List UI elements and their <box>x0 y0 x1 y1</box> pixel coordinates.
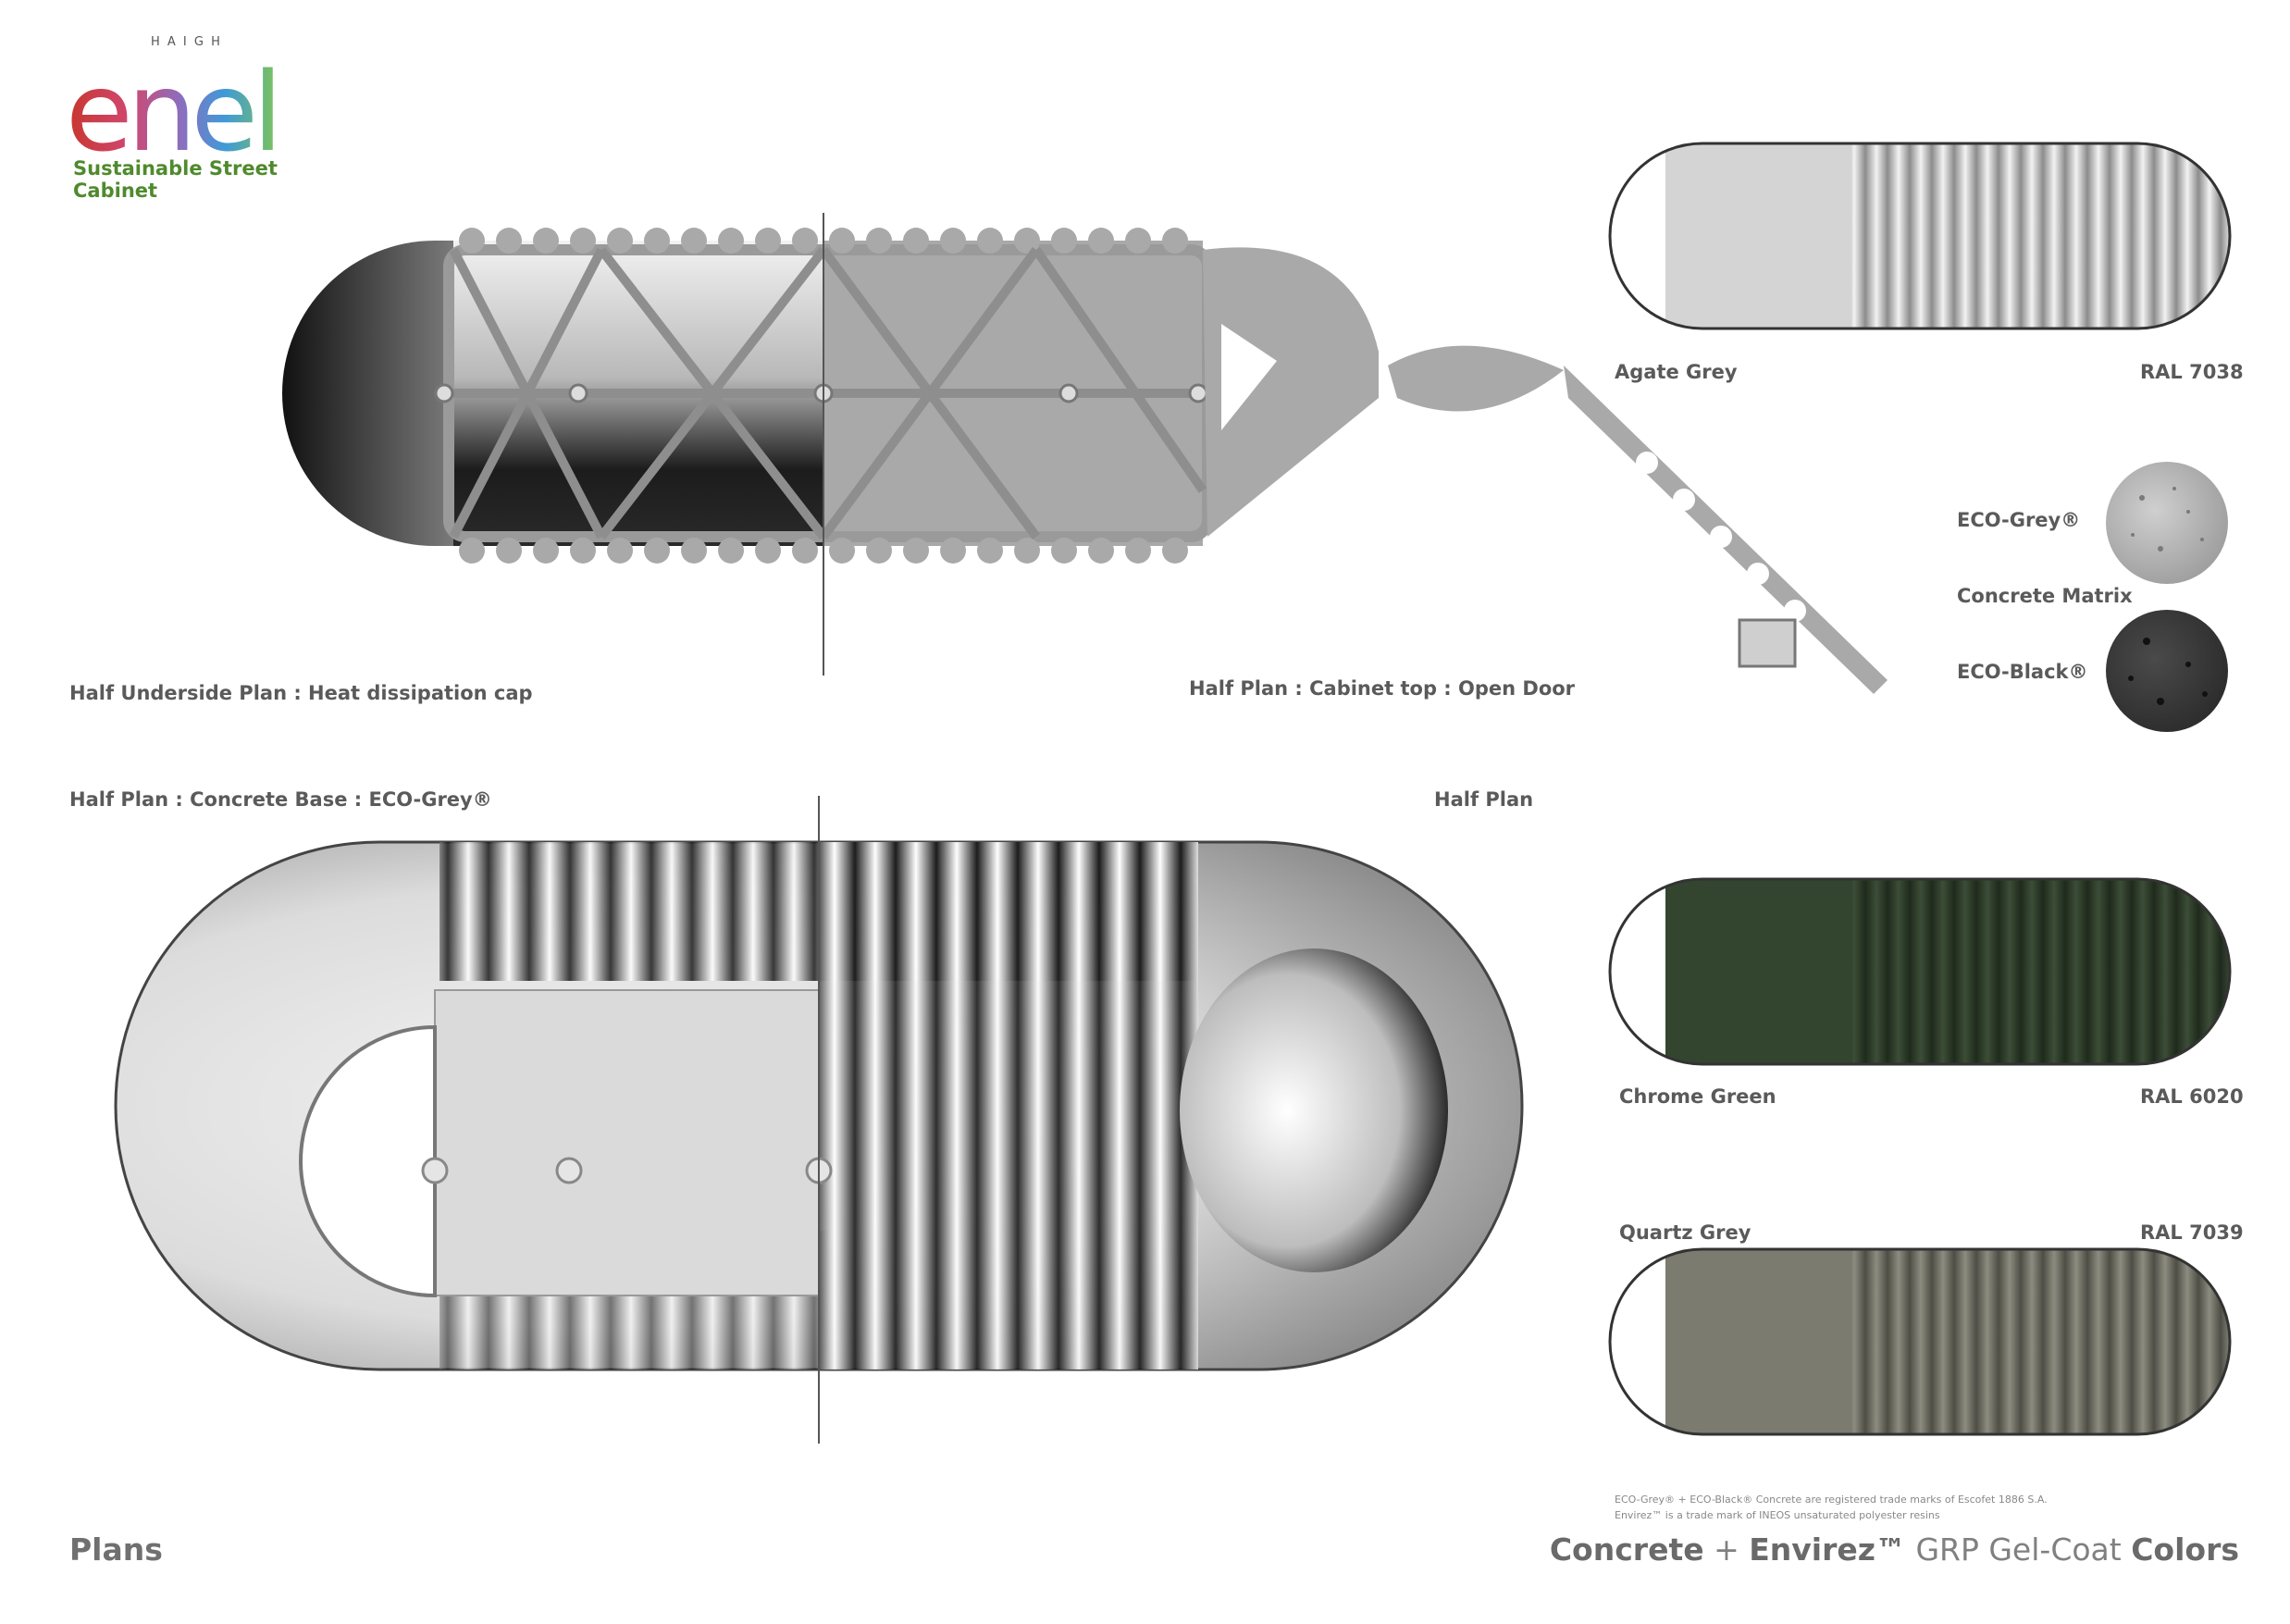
door-lock <box>1738 618 1797 668</box>
swatch-green-ral: RAL 6020 <box>2140 1085 2244 1108</box>
swatch-quartz-grey <box>1608 1247 2232 1436</box>
eco-black-sample <box>2106 610 2228 732</box>
base-left-opening <box>299 1024 437 1298</box>
base-bolt-holes <box>421 1157 833 1184</box>
concrete-base-plan-drawing <box>114 796 1524 1444</box>
base-plate <box>434 989 820 1296</box>
cap-rounded-end <box>282 241 453 546</box>
colors-title-concrete: Concrete <box>1549 1531 1704 1568</box>
cabinet-top-plan-drawing <box>282 213 1888 694</box>
colors-title-colors: Colors <box>2131 1531 2239 1568</box>
swatch-quartz-ral: RAL 7039 <box>2140 1221 2244 1244</box>
material-eco-black-label: ECO-Black® <box>1957 661 2088 683</box>
colors-title-plus: + <box>1703 1531 1750 1568</box>
colors-title: Concrete + Envirez™ GRP Gel-Coat Colors <box>1550 1531 2239 1568</box>
enel-wordmark-graphic: enel <box>66 48 283 176</box>
label-half-plan-base: Half Plan : Concrete Base : ECO-Grey® <box>69 788 492 811</box>
colors-title-grp: GRP Gel-Coat <box>1905 1531 2132 1568</box>
right-end-window <box>1221 324 1277 430</box>
open-door-hinge <box>1388 345 1564 412</box>
base-dome <box>1180 948 1448 1272</box>
label-half-plan-top: Half Plan : Cabinet top : Open Door <box>1189 677 1576 700</box>
footnote: ECO-Grey® + ECO-Black® Concrete are regi… <box>1615 1492 2048 1523</box>
footnote-line-2: Envirez™ is a trade mark of INEOS unsatu… <box>1615 1509 1940 1521</box>
svg-text:enel: enel <box>66 48 278 176</box>
tagline: Sustainable Street Cabinet <box>73 157 278 202</box>
haigh-mark: H A I G H <box>151 35 222 49</box>
footnote-line-1: ECO-Grey® + ECO-Black® Concrete are regi… <box>1615 1494 2048 1506</box>
bolt-holes <box>434 383 1208 403</box>
eco-grey-sample <box>2106 462 2228 584</box>
logo: H A I G H enel Sustainable Street Cabine… <box>66 28 365 202</box>
label-half-underside: Half Underside Plan : Heat dissipation c… <box>69 682 533 704</box>
scallops-top <box>459 228 1188 254</box>
right-end-cap <box>1203 247 1379 537</box>
swatch-agate-name: Agate Grey <box>1615 361 1738 383</box>
material-eco-grey-label: ECO-Grey® <box>1957 509 2081 531</box>
swatch-agate-ral: RAL 7038 <box>2140 361 2244 383</box>
colors-title-envirez: Envirez™ <box>1749 1531 1906 1568</box>
swatch-agate-grey <box>1608 142 2232 330</box>
ribs-right-half <box>819 842 1198 1370</box>
label-half-plan: Half Plan <box>1434 788 1534 811</box>
door-scallops <box>1636 452 1806 622</box>
scallops-bottom <box>459 538 1188 564</box>
swatch-chrome-green <box>1608 877 2232 1066</box>
plans-title: Plans <box>69 1531 163 1568</box>
swatch-green-name: Chrome Green <box>1619 1085 1776 1108</box>
swatch-quartz-name: Quartz Grey <box>1619 1221 1752 1244</box>
material-matrix-label: Concrete Matrix <box>1957 585 2133 607</box>
